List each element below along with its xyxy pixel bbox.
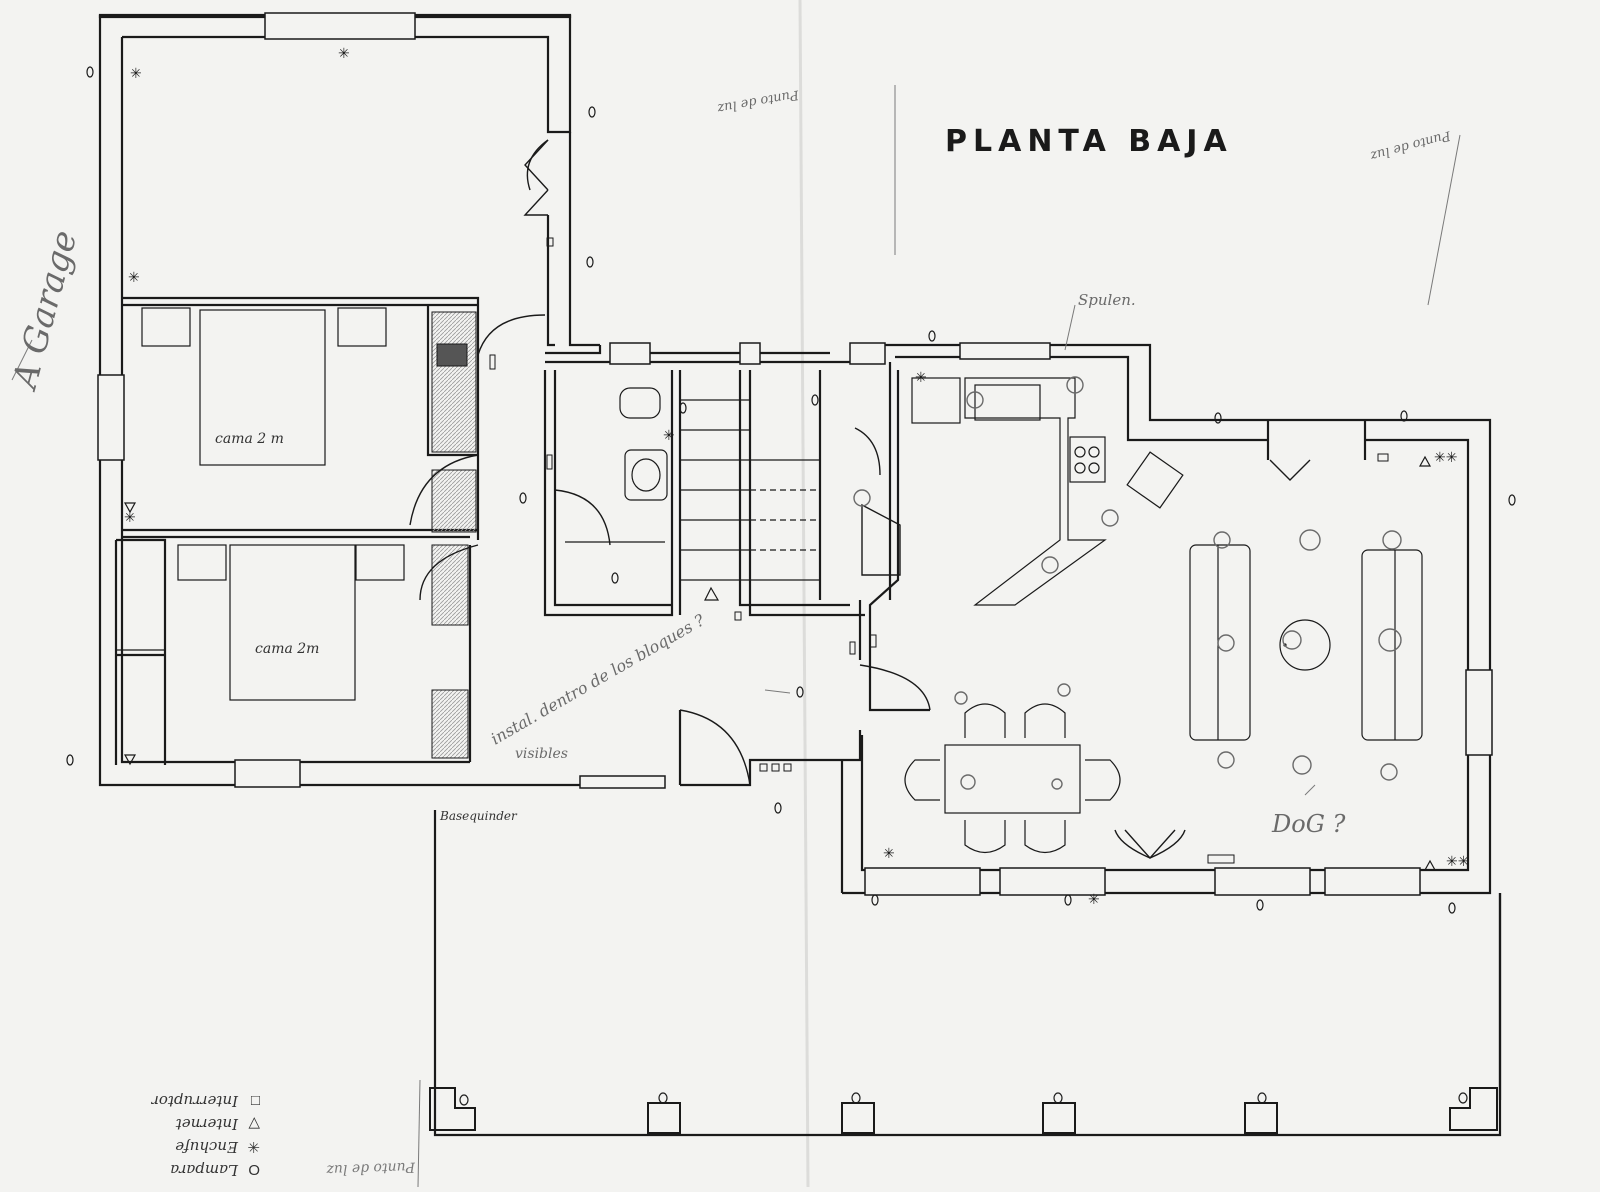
living-furniture <box>1189 544 1423 741</box>
note-punto-luz-top: Punto de luz <box>716 86 801 115</box>
svg-text:✳: ✳ <box>1088 891 1100 907</box>
dining-set <box>904 703 1121 854</box>
stairs <box>680 399 820 581</box>
lamp-symbols <box>66 66 1516 1106</box>
note-visibles: visibles <box>515 746 568 762</box>
note-punto-luz-right: Punto de luz <box>1369 127 1453 163</box>
legend-label-socket: Enchufe <box>175 1138 239 1156</box>
legend: O Lampara ✳ Enchufe ▽ Internet □ Interru… <box>151 1092 260 1179</box>
legend-symbol-lamp: O <box>248 1161 260 1178</box>
svg-text:✳: ✳ <box>130 65 142 81</box>
legend-label-internet: Internet <box>175 1115 239 1133</box>
svg-text:✳: ✳ <box>124 509 136 525</box>
note-punto-luz-bottom: Punto de luz <box>326 1159 417 1178</box>
paper-fold <box>798 0 810 1188</box>
legend-label-switch: Interruptor <box>151 1092 239 1110</box>
svg-text:✳: ✳ <box>663 427 675 443</box>
note-basequinder: Basequinder <box>439 809 518 823</box>
svg-text:✳✳: ✳✳ <box>1446 853 1469 869</box>
windows <box>97 12 1493 896</box>
walls <box>98 13 1502 1137</box>
doors <box>409 139 1311 860</box>
svg-text:✳: ✳ <box>338 45 350 61</box>
porch-pillars <box>429 1087 1498 1134</box>
legend-label-lamp: Lampara <box>170 1161 239 1179</box>
bedroom-furniture <box>116 307 405 701</box>
pencil-lamps <box>853 376 1402 790</box>
svg-text:✳: ✳ <box>883 845 895 861</box>
switch-symbols <box>489 237 1389 864</box>
pencil-lines <box>11 85 1461 1188</box>
internet-symbols <box>123 455 1437 871</box>
kitchen-furniture <box>911 377 1184 606</box>
bed-label-1: cama 2 m <box>215 431 284 447</box>
note-instalaciones: instal. dentro de los bloques ? <box>488 610 709 748</box>
plan-title: PLANTA BAJA <box>945 124 1233 159</box>
legend-symbol-switch: □ <box>251 1092 260 1109</box>
bed-label-2: cama 2m <box>255 641 319 657</box>
legend-symbol-internet: ▽ <box>248 1115 260 1132</box>
note-dog: DoG ? <box>1271 810 1345 838</box>
wardrobes <box>431 311 477 759</box>
note-garage: A Garage <box>4 226 85 395</box>
socket-symbols: ✳ ✳ ✳ ✳ ✳ ✳ ✳ ✳ ✳✳ ✳✳ <box>124 45 1469 907</box>
svg-text:✳: ✳ <box>128 269 140 285</box>
note-spulen: Spulen. <box>1078 291 1136 309</box>
bathroom-fixtures <box>565 387 668 543</box>
legend-symbol-socket: ✳ <box>247 1138 260 1155</box>
svg-text:✳✳: ✳✳ <box>1434 449 1457 465</box>
svg-text:✳: ✳ <box>915 369 927 385</box>
